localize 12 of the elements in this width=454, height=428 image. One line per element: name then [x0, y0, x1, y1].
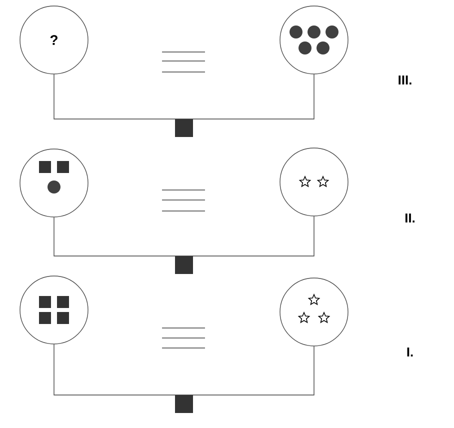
circle-node: ?: [20, 6, 88, 74]
circle-node: [20, 148, 88, 218]
balance-beam: [54, 74, 314, 120]
circle-node: [280, 148, 348, 216]
row-number: II.: [405, 214, 414, 222]
balance-beam: [54, 344, 314, 396]
row-number: I.: [407, 348, 413, 356]
circle-node: [20, 276, 88, 344]
circle-node: [280, 278, 348, 346]
balance-beam: [54, 216, 314, 256]
row-number: III.: [398, 76, 412, 84]
circle-node: [280, 6, 348, 74]
